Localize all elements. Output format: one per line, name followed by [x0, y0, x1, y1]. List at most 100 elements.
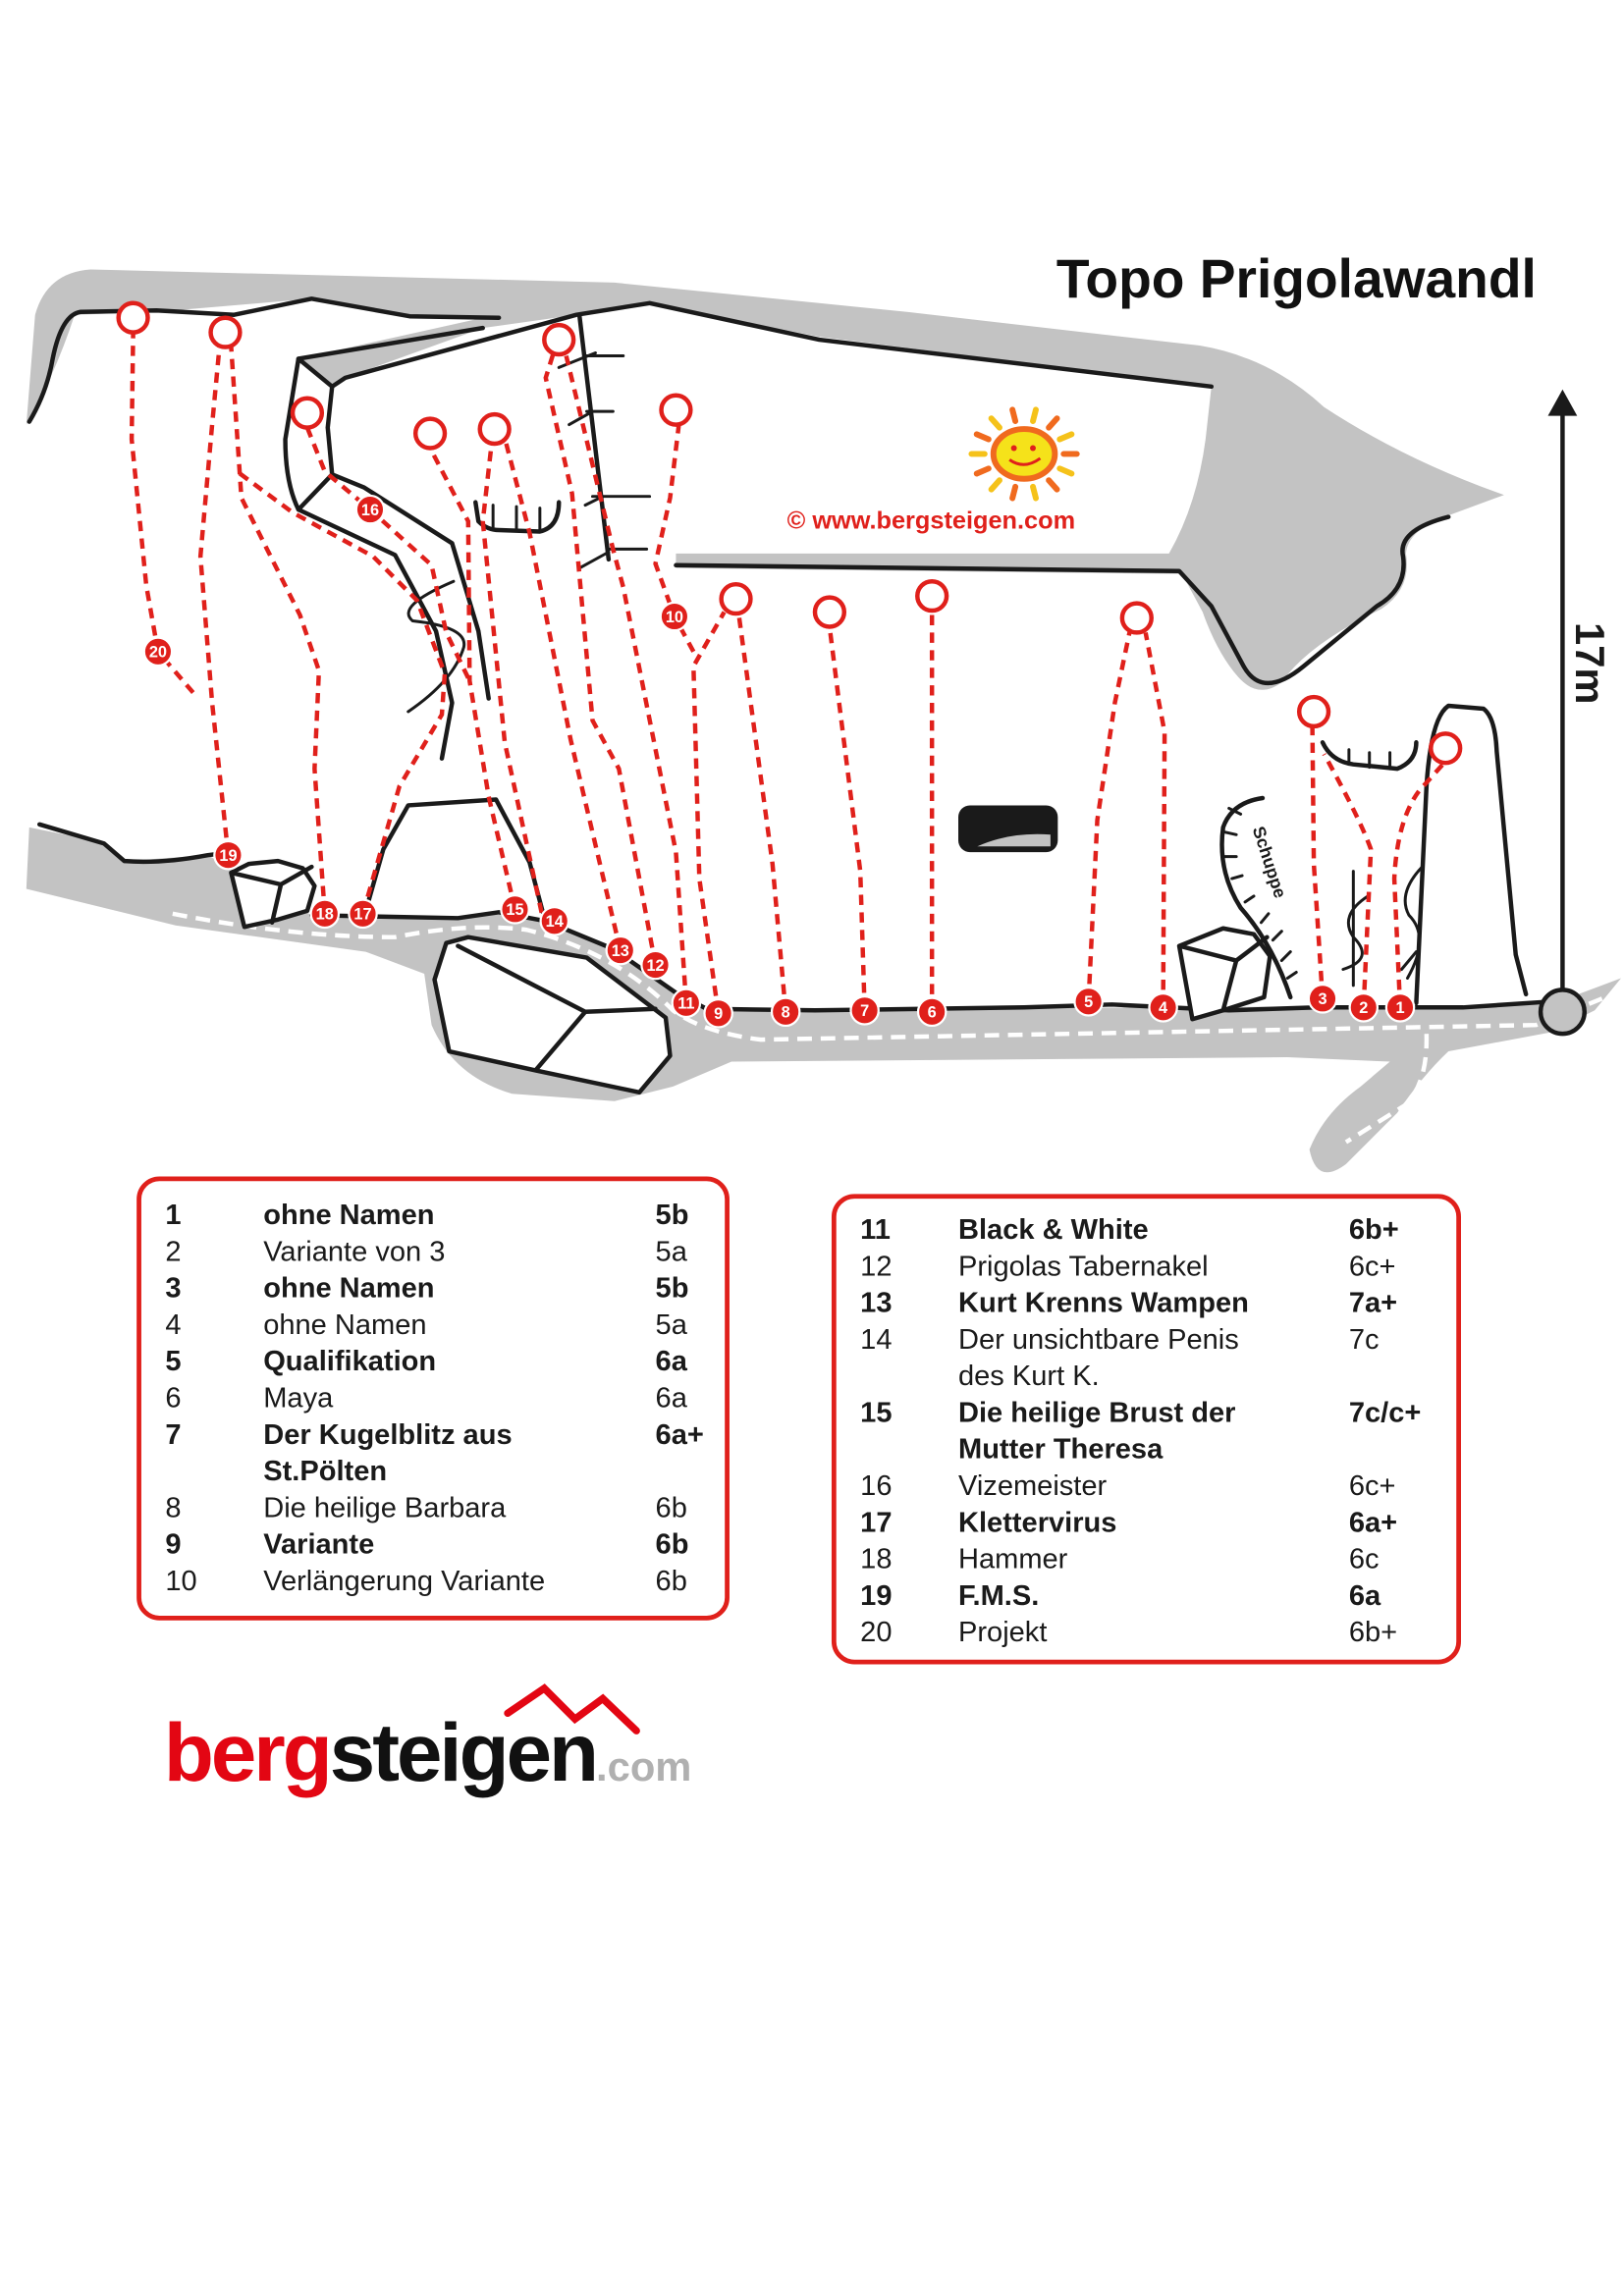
route-number: 6 [165, 1383, 181, 1415]
route-number: 18 [860, 1544, 892, 1575]
marker-number: 2 [1359, 999, 1368, 1017]
route-start-marker-1: 1 [1384, 992, 1416, 1023]
marker-dot [142, 636, 174, 667]
rim-line [27, 296, 502, 424]
topo-diagram: Schuppe 17m 1234567891011121314151617181… [26, 269, 1622, 1173]
route-number: 13 [860, 1288, 892, 1319]
route-line-20 [129, 334, 195, 695]
route-start-marker-20: 20 [142, 636, 174, 667]
route-name-cont: St.Pölten [263, 1456, 387, 1487]
rock-top-left [26, 269, 1504, 690]
route-line-15 [428, 447, 517, 910]
marker-dot [659, 601, 690, 632]
route-number: 20 [860, 1617, 892, 1648]
marker-dot [849, 994, 880, 1026]
route-line-16 [304, 426, 472, 682]
marker-dot [671, 988, 702, 1019]
sun-ray [988, 477, 1002, 493]
route-number: 15 [860, 1397, 892, 1428]
bergsteigen-logo: bergsteigen.com [164, 1683, 691, 1798]
route-number: 17 [860, 1507, 892, 1538]
route-grade: 7c [1349, 1324, 1380, 1356]
route-start-marker-5: 5 [1073, 987, 1104, 1017]
route-start-marker-11: 11 [671, 988, 702, 1019]
route-name: Die heilige Barbara [263, 1492, 507, 1523]
base-point-marker [1538, 988, 1588, 1037]
anchor-ring-icon [659, 393, 693, 427]
anchor-ring-icon [1429, 731, 1463, 766]
route-start-marker-14: 14 [539, 905, 570, 936]
route-grade: 7a+ [1349, 1288, 1397, 1319]
route-line-12 [543, 353, 658, 966]
mountain-icon [504, 1683, 640, 1735]
marker-dot [640, 949, 671, 981]
route-name: F.M.S. [958, 1580, 1039, 1612]
sun-ray [973, 465, 992, 477]
route-lines [129, 334, 1447, 1014]
marker-number: 11 [677, 995, 694, 1013]
marker-number: 16 [361, 502, 379, 519]
route-line-4 [1143, 631, 1167, 1008]
route-grade: 5a [656, 1236, 688, 1267]
marker-number: 8 [782, 1004, 790, 1022]
route-name: Verlängerung Variante [263, 1566, 545, 1597]
wall-top-line [330, 300, 1215, 390]
pillar-right [1414, 703, 1529, 1006]
route-grade: 6b [656, 1566, 687, 1597]
boulder-small [229, 858, 317, 930]
dihedral-ticks [557, 351, 652, 570]
route-name: Hammer [958, 1544, 1068, 1575]
marker-number: 9 [714, 1005, 723, 1023]
route-number: 10 [165, 1566, 196, 1597]
route-number: 5 [165, 1346, 181, 1377]
marker-dot [605, 934, 636, 966]
ledge-line [296, 325, 485, 361]
marker-dot [309, 898, 341, 930]
route-number: 11 [860, 1214, 891, 1246]
route-line-11 [564, 354, 689, 1003]
marker-dot [703, 997, 733, 1029]
route-start-marker-15: 15 [500, 894, 530, 925]
sun-ray [1009, 406, 1019, 424]
route-table-left [136, 1176, 730, 1621]
sun-ray [1030, 406, 1039, 424]
route-name: Qualifikation [263, 1346, 436, 1377]
route-number: 14 [860, 1324, 892, 1356]
route-start-marker-6: 6 [916, 996, 947, 1028]
route-line-18 [229, 347, 328, 914]
schuppe-hatches [1221, 806, 1298, 980]
marker-number: 1 [1395, 999, 1404, 1017]
route-line-13 [504, 443, 623, 951]
approach-path-branch [1344, 1034, 1430, 1145]
cave-floor [977, 833, 1051, 847]
schuppe-label: Schuppe [1249, 824, 1290, 900]
route-name: Der Kugelblitz aus [263, 1419, 512, 1451]
route-grade: 6a [1349, 1580, 1381, 1612]
route-grade: 6a+ [656, 1419, 704, 1451]
overhang-hatches [1347, 748, 1392, 771]
dihedral-line [576, 312, 612, 562]
arrow-head-icon [1547, 389, 1578, 416]
sun-ray [988, 415, 1002, 431]
approach-path [172, 911, 1603, 1042]
route-name-cont: Mutter Theresa [958, 1434, 1164, 1466]
marker-number: 15 [506, 901, 523, 919]
sun-ray [1056, 431, 1075, 443]
route-start-marker-4: 4 [1148, 992, 1178, 1023]
route-line-19 [197, 347, 231, 856]
route-name: Variante [263, 1529, 374, 1561]
marker-dot [500, 894, 530, 925]
route-start-marker-9: 9 [703, 997, 733, 1029]
